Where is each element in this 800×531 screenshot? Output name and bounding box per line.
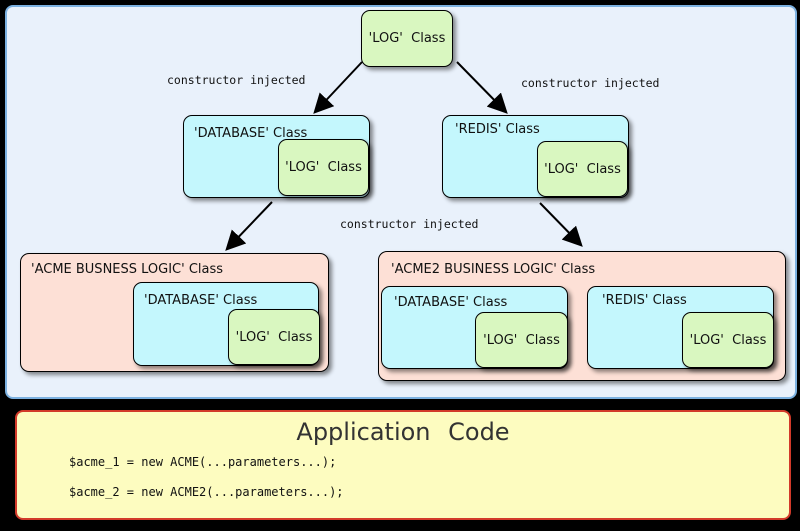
constructor-injected-label-middle: constructor injected [340,217,479,231]
arrow-log-to-database [313,61,363,114]
log-class-in-acme2-database: 'LOG' Class [475,312,568,368]
redis-class-box: 'REDIS' Class 'LOG' Class [442,115,629,198]
log-class-label: 'LOG' Class [285,160,362,175]
code-line-acme-2: $acme_2 = new ACME2(...parameters...); [69,485,344,499]
application-code-title: Application Code [296,418,510,446]
log-class-label: 'LOG' Class [483,332,560,348]
database-class-box-in-acme2: 'DATABASE' Class 'LOG' Class [381,286,568,369]
acme-business-logic-box: 'ACME BUSNESS LOGIC' Class 'DATABASE' Cl… [20,253,329,372]
log-class-in-acme-database: 'LOG' Class [228,309,320,365]
acme2-business-logic-label: 'ACME2 BUSINESS LOGIC' Class [391,262,596,277]
database-class-label: 'DATABASE' Class [394,295,508,310]
code-line-acme-1: $acme_1 = new ACME(...parameters...); [69,455,337,469]
arrow-database-to-acme [225,201,273,251]
log-class-in-acme2-redis: 'LOG' Class [682,312,774,368]
constructor-injected-label-right: constructor injected [521,76,660,90]
redis-class-box-in-acme2: 'REDIS' Class 'LOG' Class [587,286,774,369]
log-class-top-label: 'LOG' Class [368,31,446,46]
database-class-label: 'DATABASE' Class [194,126,308,141]
application-code-panel: Application Code $acme_1 = new ACME(...p… [15,410,791,520]
acme-business-logic-label: 'ACME BUSNESS LOGIC' Class [31,262,224,277]
database-class-box: 'DATABASE' Class 'LOG' Class [183,115,370,198]
redis-class-label: 'REDIS' Class [602,293,687,308]
log-class-in-database: 'LOG' Class [278,139,369,196]
constructor-injected-label-left: constructor injected [167,73,306,87]
acme2-business-logic-box: 'ACME2 BUSINESS LOGIC' Class 'DATABASE' … [378,251,786,381]
log-class-label: 'LOG' Class [544,161,621,177]
database-class-label: 'DATABASE' Class [144,293,258,308]
log-class-top: 'LOG' Class [361,10,453,67]
database-class-box-in-acme: 'DATABASE' Class 'LOG' Class [133,282,320,366]
redis-class-label: 'REDIS' Class [455,122,540,137]
log-class-label: 'LOG' Class [235,329,313,345]
log-class-in-redis: 'LOG' Class [537,141,628,197]
log-class-label: 'LOG' Class [689,332,767,348]
arrow-log-to-redis [456,61,508,114]
arrow-redis-to-acme2 [539,202,583,247]
